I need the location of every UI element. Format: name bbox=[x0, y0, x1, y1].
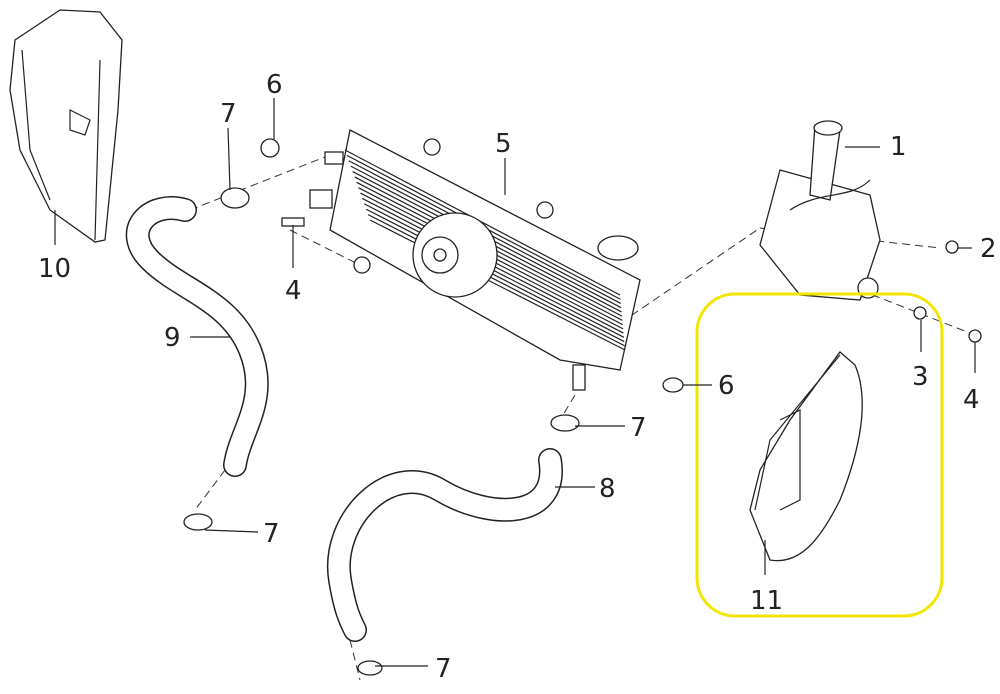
bolt-part-2 bbox=[945, 240, 959, 254]
callout-2: 2 bbox=[980, 234, 997, 264]
washer-part-3 bbox=[913, 306, 927, 320]
callout-4-left: 4 bbox=[285, 276, 302, 306]
side-cover-part-10 bbox=[9, 9, 123, 243]
highlight-box bbox=[695, 292, 944, 618]
guard-part-11 bbox=[749, 351, 863, 562]
callout-7-left: 7 bbox=[263, 519, 280, 549]
callout-11: 11 bbox=[750, 586, 783, 616]
bolt-part-4 bbox=[968, 329, 982, 343]
radiator-fin bbox=[365, 208, 625, 343]
callout-4-right: 4 bbox=[963, 385, 980, 415]
radiator-part-5 bbox=[309, 129, 641, 391]
callout-1: 1 bbox=[890, 132, 907, 162]
hose-part-9 bbox=[125, 196, 269, 477]
callout-5: 5 bbox=[495, 129, 512, 159]
clamp-part-7 bbox=[357, 660, 383, 676]
leader-lines bbox=[54, 59, 976, 667]
bolt-part-4 bbox=[281, 217, 305, 227]
hose-part-8 bbox=[326, 448, 563, 642]
grommet-part-6 bbox=[662, 377, 684, 393]
clamp-part-7 bbox=[550, 414, 580, 432]
callout-8: 8 bbox=[599, 474, 616, 504]
radiator-fin bbox=[369, 219, 626, 351]
callout-10: 10 bbox=[38, 254, 71, 284]
small-parts bbox=[183, 138, 982, 676]
reservoir-tank-part-1 bbox=[759, 120, 881, 301]
callout-6-top: 6 bbox=[266, 70, 283, 100]
callout-3: 3 bbox=[912, 362, 929, 392]
callout-labels: 1 2 3 4 4 5 6 6 7 7 7 7 8 9 10 11 bbox=[38, 70, 997, 684]
radiator-fin bbox=[367, 214, 625, 347]
callout-7-top: 7 bbox=[220, 99, 237, 129]
callout-9: 9 bbox=[164, 323, 181, 353]
clamp-part-7 bbox=[183, 513, 213, 531]
callout-7-bottom: 7 bbox=[435, 654, 452, 684]
clamp-part-7 bbox=[220, 187, 250, 209]
callout-7-mid: 7 bbox=[630, 413, 647, 443]
callout-6-right: 6 bbox=[718, 371, 735, 401]
grommet-part-6 bbox=[260, 138, 280, 158]
